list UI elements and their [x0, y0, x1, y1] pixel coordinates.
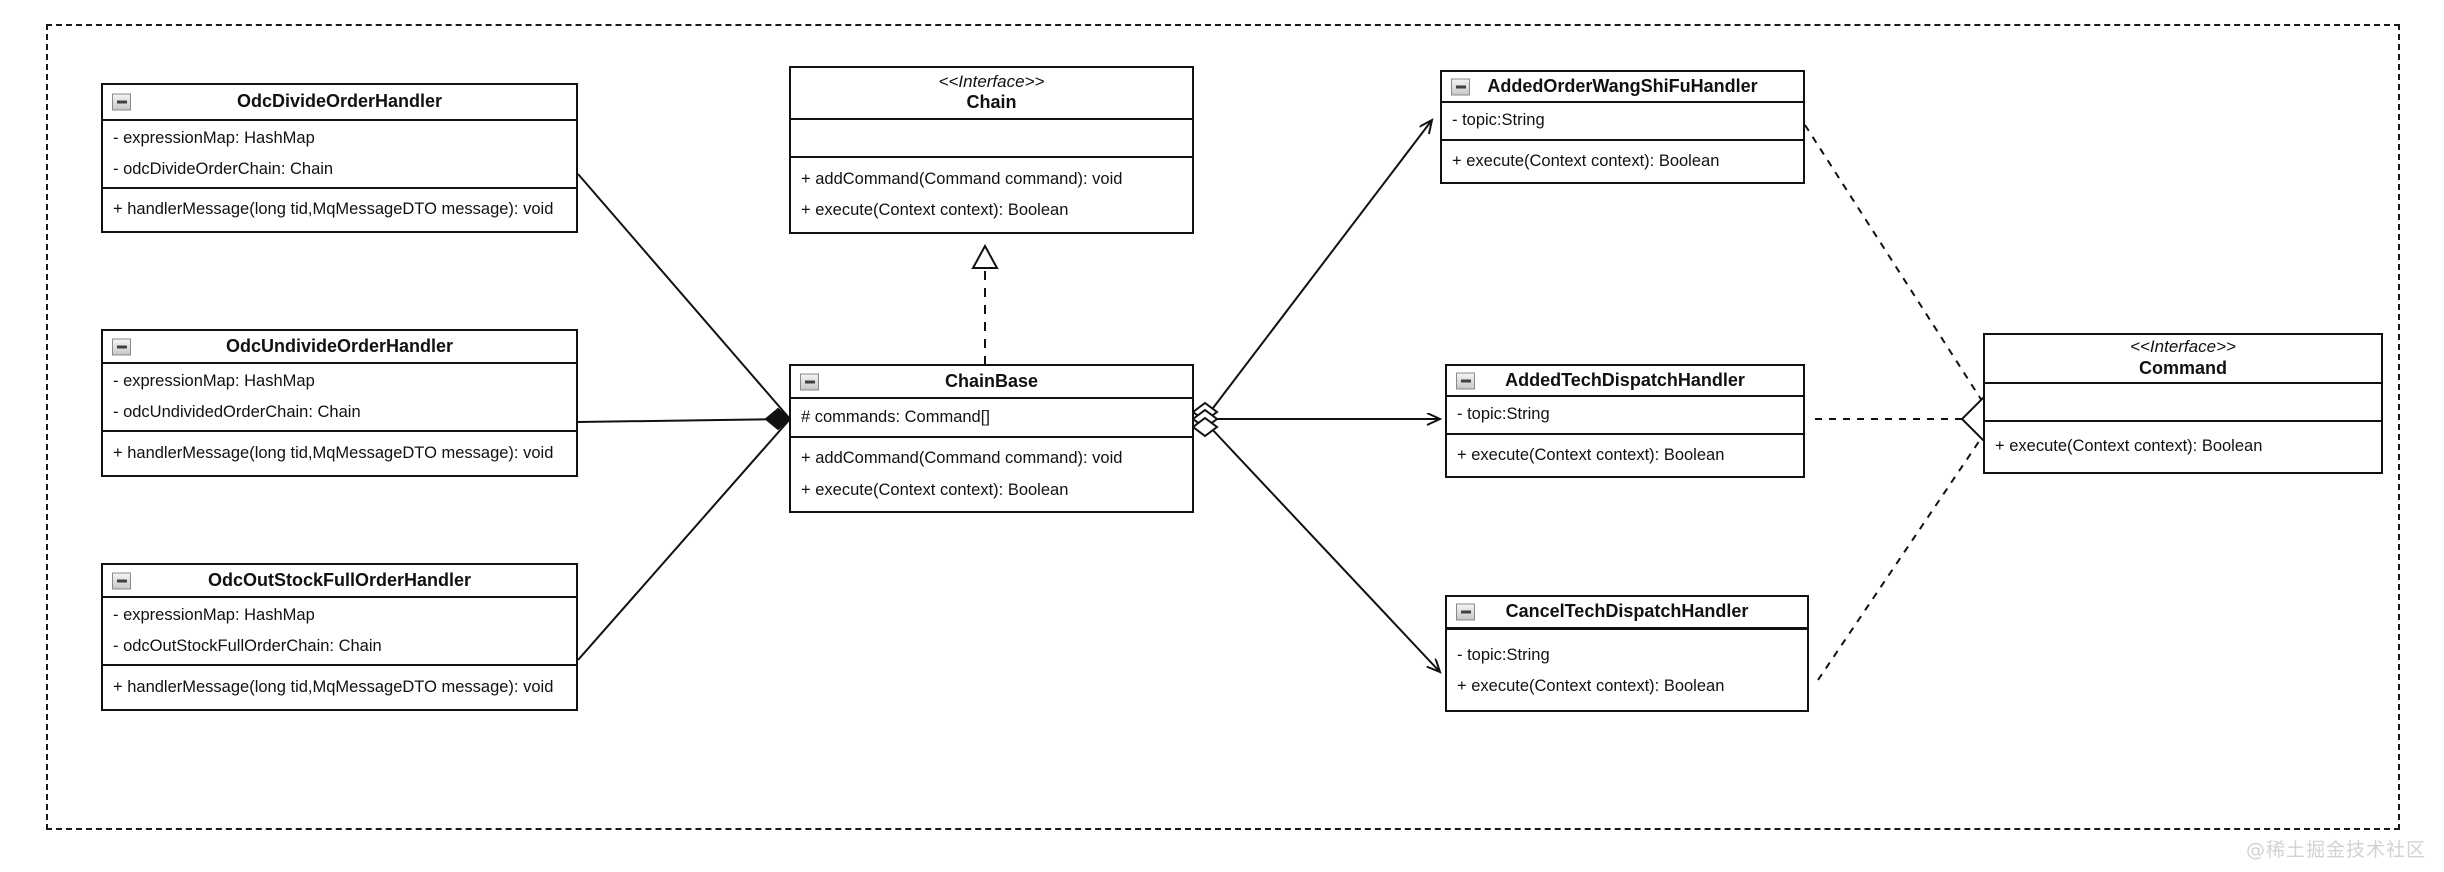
operation-row: + execute(Context context): Boolean: [1452, 151, 1720, 170]
attribute-row: - expressionMap: HashMap: [113, 605, 315, 624]
operation-row: + execute(Context context): Boolean: [1457, 445, 1725, 464]
minus-icon[interactable]: [112, 93, 131, 111]
class-box-odc-undivide-order-handler[interactable]: OdcUndivideOrderHandler - expressionMap:…: [101, 329, 578, 477]
class-header: AddedTechDispatchHandler: [1447, 366, 1803, 397]
operation-row: + execute(Context context): Boolean: [1457, 677, 1725, 695]
class-box-chain[interactable]: <<Interface>> Chain + addCommand(Command…: [789, 66, 1194, 234]
attributes-compartment: - expressionMap: HashMap - odcUndividedO…: [103, 364, 576, 432]
operation-row: + handlerMessage(long tid,MqMessageDTO m…: [113, 200, 554, 219]
minus-icon[interactable]: [1456, 372, 1475, 389]
filled-diamond-marker: [764, 407, 792, 431]
relationship-composition-undivide: [577, 418, 791, 423]
operations-compartment: + execute(Context context): Boolean: [1447, 435, 1803, 476]
class-box-cancel-tech-dispatch-handler[interactable]: CancelTechDispatchHandler - topic:String…: [1445, 595, 1809, 712]
class-header-stack: <<Interface>> Chain: [939, 72, 1045, 115]
attributes-compartment: - topic:String: [1447, 397, 1803, 435]
relationship-composition-outstock: [577, 418, 791, 661]
operations-compartment: + handlerMessage(long tid,MqMessageDTO m…: [103, 666, 576, 709]
attribute-row: - topic:String: [1457, 645, 1550, 664]
class-name: OdcOutStockFullOrderHandler: [207, 569, 472, 590]
class-header: <<Interface>> Command: [1985, 335, 2381, 384]
relationship-aggregation-canceltech: [1191, 416, 1440, 672]
class-name: OdcUndivideOrderHandler: [225, 335, 454, 356]
minus-icon[interactable]: [800, 373, 819, 390]
operations-compartment: + addCommand(Command command): void + ex…: [791, 158, 1192, 232]
members-compartment: - topic:String + execute(Context context…: [1447, 628, 1807, 710]
operation-row: + execute(Context context): Boolean: [801, 201, 1069, 219]
relationship-composition-divide: [577, 173, 791, 420]
class-name: CancelTechDispatchHandler: [1505, 601, 1749, 622]
attribute-row: # commands: Command[]: [801, 407, 990, 426]
class-stereotype: <<Interface>>: [938, 71, 1045, 91]
class-header: ChainBase: [791, 366, 1192, 399]
class-header: OdcDivideOrderHandler: [103, 85, 576, 121]
class-name: AddedOrderWangShiFuHandler: [1487, 75, 1758, 96]
operations-compartment: + execute(Context context): Boolean: [1985, 422, 2381, 472]
class-box-chain-base[interactable]: ChainBase # commands: Command[] + addCom…: [789, 364, 1194, 513]
attribute-row: - expressionMap: HashMap: [113, 128, 315, 147]
class-name: Command: [2138, 357, 2227, 378]
operation-row: + execute(Context context): Boolean: [801, 480, 1069, 499]
operation-row: + handlerMessage(long tid,MqMessageDTO m…: [113, 443, 554, 462]
class-name: ChainBase: [944, 370, 1039, 391]
class-header: CancelTechDispatchHandler: [1447, 597, 1807, 628]
attributes-compartment: [791, 120, 1192, 158]
operation-row: + addCommand(Command command): void: [801, 449, 1123, 468]
attributes-compartment: # commands: Command[]: [791, 399, 1192, 438]
relationship-aggregation-wangshifu: [1191, 120, 1432, 423]
operation-row: + handlerMessage(long tid,MqMessageDTO m…: [113, 677, 554, 696]
operations-compartment: + addCommand(Command command): void + ex…: [791, 438, 1192, 511]
operations-compartment: + handlerMessage(long tid,MqMessageDTO m…: [103, 432, 576, 475]
class-name: Chain: [966, 92, 1017, 113]
minus-icon[interactable]: [1456, 603, 1475, 621]
class-header: OdcOutStockFullOrderHandler: [103, 565, 576, 598]
watermark-text: @稀土掘金技术社区: [2245, 839, 2426, 861]
relationship-realization-chainbase: [971, 243, 999, 365]
class-box-odc-out-stock-full-order-handler[interactable]: OdcOutStockFullOrderHandler - expression…: [101, 563, 578, 711]
attribute-row: - topic:String: [1452, 111, 1545, 130]
attribute-row: - odcDivideOrderChain: Chain: [113, 160, 334, 178]
class-name: OdcDivideOrderHandler: [236, 91, 443, 112]
operations-compartment: + handlerMessage(long tid,MqMessageDTO m…: [103, 189, 576, 231]
minus-icon[interactable]: [112, 572, 131, 589]
class-box-odc-divide-order-handler[interactable]: OdcDivideOrderHandler - expressionMap: H…: [101, 83, 578, 233]
attribute-row: - odcOutStockFullOrderChain: Chain: [113, 637, 382, 655]
attribute-row: - odcUndividedOrderChain: Chain: [113, 403, 361, 421]
minus-icon[interactable]: [112, 338, 131, 355]
class-header: AddedOrderWangShiFuHandler: [1442, 72, 1803, 103]
attributes-compartment: - topic:String: [1442, 103, 1803, 141]
operation-row: + addCommand(Command command): void: [801, 169, 1123, 188]
operation-row: + execute(Context context): Boolean: [1995, 437, 2263, 456]
attribute-row: - topic:String: [1457, 405, 1550, 424]
class-box-added-order-wang-shi-fu-handler[interactable]: AddedOrderWangShiFuHandler - topic:Strin…: [1440, 70, 1805, 184]
operations-compartment: + execute(Context context): Boolean: [1442, 141, 1803, 182]
attributes-compartment: - expressionMap: HashMap - odcDivideOrde…: [103, 121, 576, 189]
class-header: <<Interface>> Chain: [791, 68, 1192, 120]
class-stereotype: <<Interface>>: [2130, 337, 2236, 357]
minus-icon[interactable]: [1451, 78, 1470, 95]
class-box-command[interactable]: <<Interface>> Command + execute(Context …: [1983, 333, 2383, 474]
attributes-compartment: [1985, 384, 2381, 422]
attributes-compartment: - expressionMap: HashMap - odcOutStockFu…: [103, 598, 576, 666]
relationship-aggregation-addedtech: [1191, 408, 1440, 430]
class-header: OdcUndivideOrderHandler: [103, 331, 576, 364]
class-box-added-tech-dispatch-handler[interactable]: AddedTechDispatchHandler - topic:String …: [1445, 364, 1805, 478]
class-header-stack: <<Interface>> Command: [2130, 337, 2236, 380]
class-name: AddedTechDispatchHandler: [1505, 369, 1745, 390]
relationship-realization-command: [1804, 124, 1985, 681]
attribute-row: - expressionMap: HashMap: [113, 371, 315, 390]
